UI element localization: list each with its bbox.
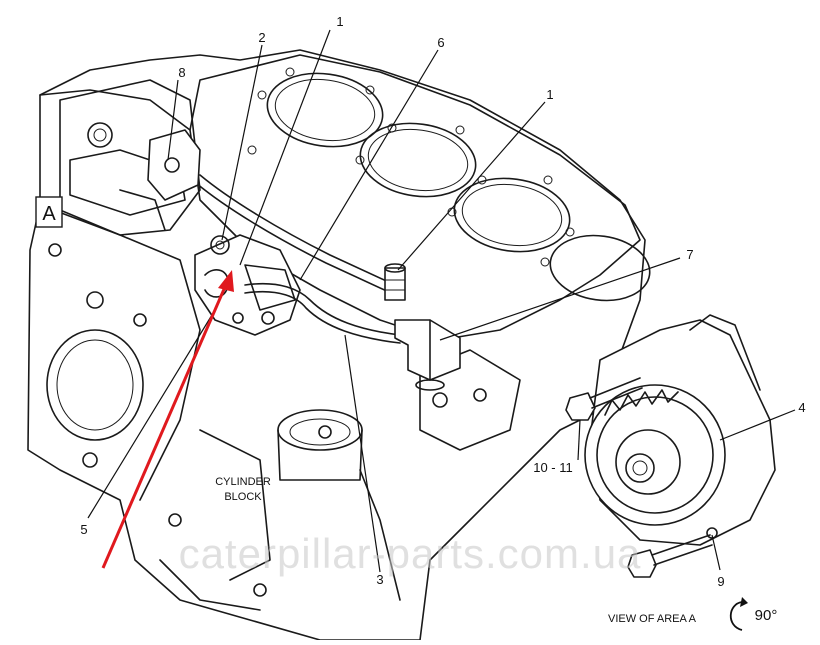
callout-8: 8 — [178, 65, 185, 80]
callout-6: 6 — [437, 35, 444, 50]
cylinder-block-label-line1: CYLINDER — [215, 476, 271, 488]
engine-block — [27, 49, 651, 641]
callout-7: 7 — [686, 247, 693, 262]
water-pump-gear — [584, 384, 726, 526]
view-caption: VIEW OF AREA A — [608, 613, 697, 625]
water-pump-assembly[interactable] — [565, 314, 776, 578]
rotation-arrow-icon — [729, 601, 743, 631]
callout-9: 9 — [717, 574, 724, 589]
callout-4: 4 — [798, 400, 805, 415]
fitting-stud[interactable] — [384, 263, 406, 301]
callout-10-11: 10 - 11 — [533, 460, 573, 475]
head-bolt-holes — [247, 67, 575, 267]
area-a-marker: A — [35, 196, 63, 228]
view-of-area-caption: VIEW OF AREA A — [608, 613, 697, 625]
fuel-line-tube[interactable] — [195, 174, 401, 344]
area-a-label: A — [42, 203, 56, 225]
watermark-text: caterpillar-parts.com.ua — [179, 530, 642, 577]
cylinder-block-label-line2: BLOCK — [224, 491, 262, 503]
bracket-assembly[interactable] — [119, 129, 201, 231]
callout-3: 3 — [376, 572, 383, 587]
callout-2: 2 — [258, 30, 265, 45]
rotation-label: 90° — [755, 607, 778, 624]
callout-1-top: 1 — [336, 14, 343, 29]
cylinder-bores — [266, 72, 651, 302]
red-pointer-arrow — [101, 270, 234, 569]
callout-5: 5 — [80, 522, 87, 537]
callout-1-right: 1 — [546, 87, 553, 102]
rotation-indicator: 90° — [729, 597, 778, 631]
bolt-10-11[interactable] — [565, 377, 643, 421]
callout-labels: 1 2 6 8 1 7 4 10 - 11 5 3 9 — [80, 14, 805, 589]
bolt-9[interactable] — [627, 527, 718, 578]
leader-lines — [87, 29, 796, 573]
elbow-fitting[interactable] — [394, 319, 461, 391]
cylinder-block-label: CYLINDER BLOCK — [215, 476, 271, 503]
